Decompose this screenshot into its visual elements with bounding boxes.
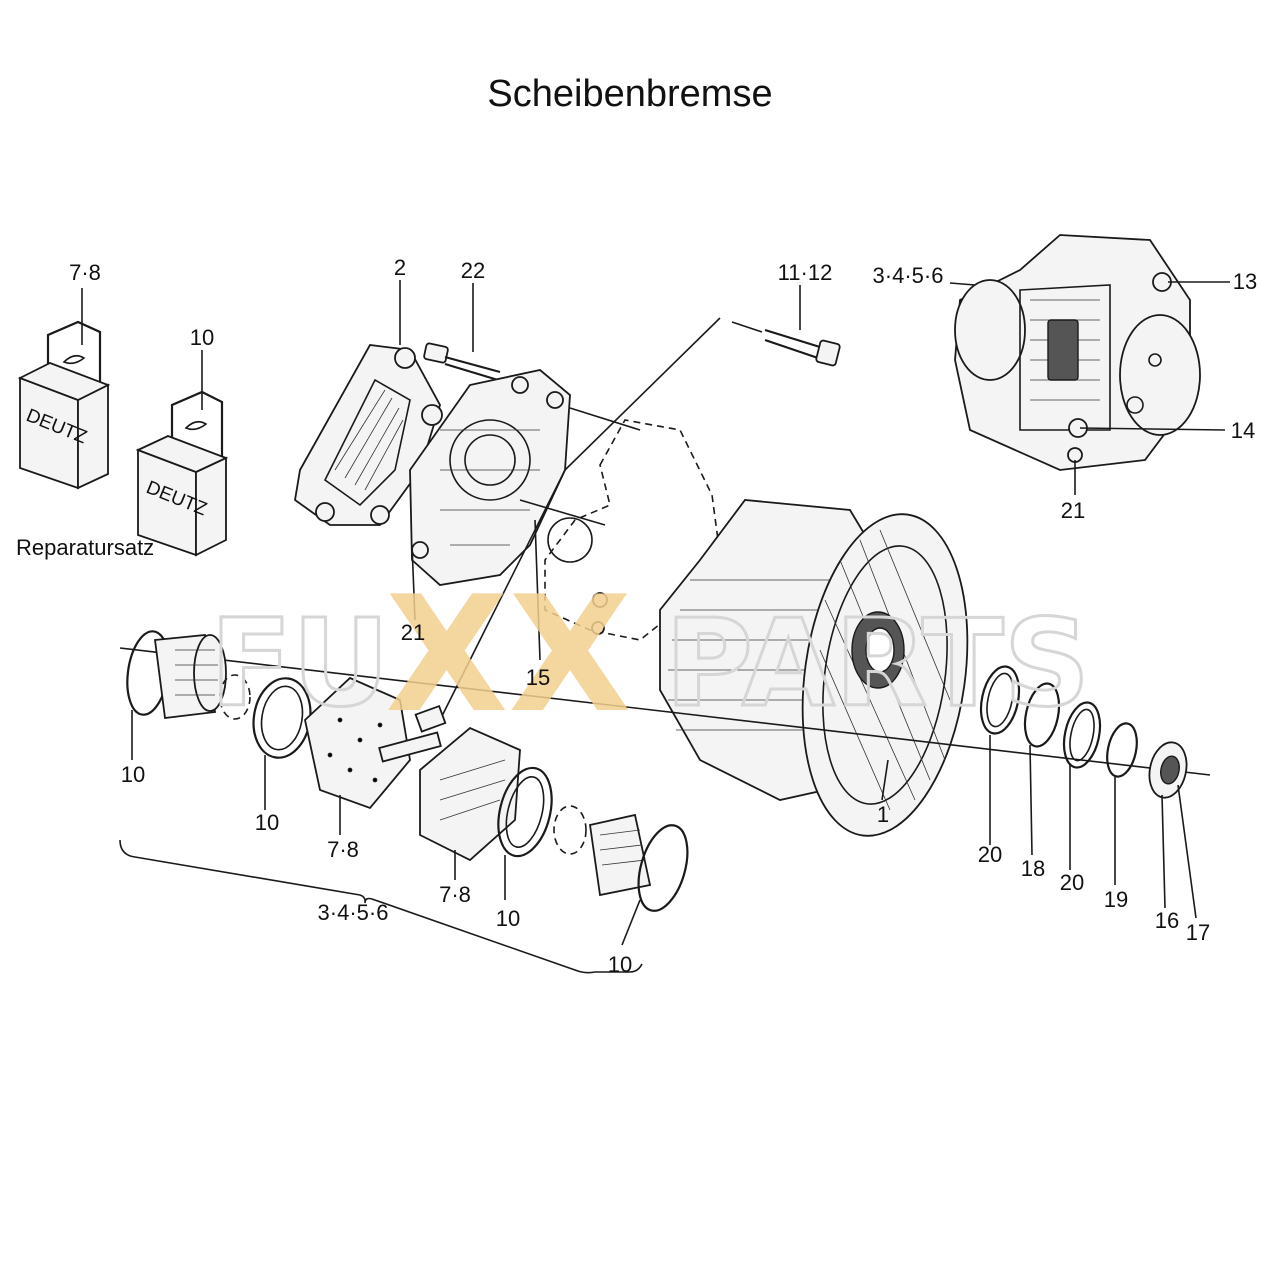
seal-ring-c bbox=[497, 766, 587, 858]
caliper-outline-dashed bbox=[544, 419, 721, 641]
seal-ring-d bbox=[637, 824, 689, 912]
brake-disc bbox=[801, 513, 969, 837]
ring-20a bbox=[979, 665, 1021, 735]
callout-bolts: 11·12 bbox=[778, 260, 833, 285]
callout-caliper-assembly: 3·4·5·6 bbox=[873, 263, 944, 288]
callouts: 7·8 10 2 22 11·12 3·4·5·6 13 14 21 21 15… bbox=[69, 255, 1257, 977]
caliper-body bbox=[409, 369, 571, 586]
callout-ring-18: 18 bbox=[1021, 856, 1045, 881]
callout-ring-19: 19 bbox=[1104, 887, 1128, 912]
callout-seal-d: 10 bbox=[608, 952, 632, 977]
page-title: Scheibenbremse bbox=[487, 73, 772, 115]
callout-nut-17: 17 bbox=[1186, 920, 1210, 945]
callout-bearing-16: 16 bbox=[1155, 908, 1179, 933]
callout-seal-c: 10 bbox=[496, 906, 520, 931]
kit-box-pads: DEUTZ bbox=[17, 320, 111, 490]
bearing-16 bbox=[1148, 741, 1188, 799]
watermark-left: FU bbox=[210, 595, 389, 734]
caliper-assembly bbox=[954, 234, 1201, 471]
callout-ring-15: 15 bbox=[526, 665, 550, 690]
watermark-right: PARTS bbox=[665, 595, 1090, 734]
watermark: FU XX PARTS bbox=[209, 561, 1092, 748]
callout-fitting: 14 bbox=[1231, 418, 1255, 443]
callout-kit-seals: 10 bbox=[190, 325, 214, 350]
ring-19 bbox=[1106, 722, 1138, 778]
callout-ring-20a: 20 bbox=[978, 842, 1002, 867]
callout-pad-right: 7·8 bbox=[439, 882, 471, 907]
pad-left bbox=[304, 676, 447, 810]
callout-bleeder-screw-left: 21 bbox=[401, 620, 425, 645]
callout-disc: 1 bbox=[877, 802, 889, 827]
kit-label: Reparatursatz bbox=[16, 535, 154, 560]
callout-piston-group: 3·4·5·6 bbox=[318, 900, 389, 925]
kit-box-seals: DEUTZ bbox=[135, 390, 229, 557]
callout-kit-pads: 7·8 bbox=[69, 260, 101, 285]
piston-right bbox=[588, 813, 652, 897]
callout-bleeder: 13 bbox=[1233, 269, 1257, 294]
callout-bleeder-screw-top: 21 bbox=[1061, 498, 1085, 523]
leader-lines bbox=[81, 280, 1230, 946]
ring-20b bbox=[1062, 701, 1102, 769]
long-bolt bbox=[423, 342, 501, 382]
piston-left bbox=[153, 634, 251, 720]
callout-caliper-half: 2 bbox=[394, 255, 406, 280]
pad-right bbox=[419, 726, 521, 862]
callout-seal-b: 10 bbox=[255, 810, 279, 835]
ring-18 bbox=[1023, 682, 1061, 748]
bolt-11-12 bbox=[731, 321, 841, 367]
callout-long-bolt: 22 bbox=[461, 258, 485, 283]
callout-seal-a: 10 bbox=[121, 762, 145, 787]
group-bracket bbox=[119, 839, 643, 974]
callout-pad-left: 7·8 bbox=[327, 837, 359, 862]
callout-ring-20b: 20 bbox=[1060, 870, 1084, 895]
caliper-half bbox=[294, 344, 443, 526]
watermark-middle: XX bbox=[385, 561, 632, 748]
